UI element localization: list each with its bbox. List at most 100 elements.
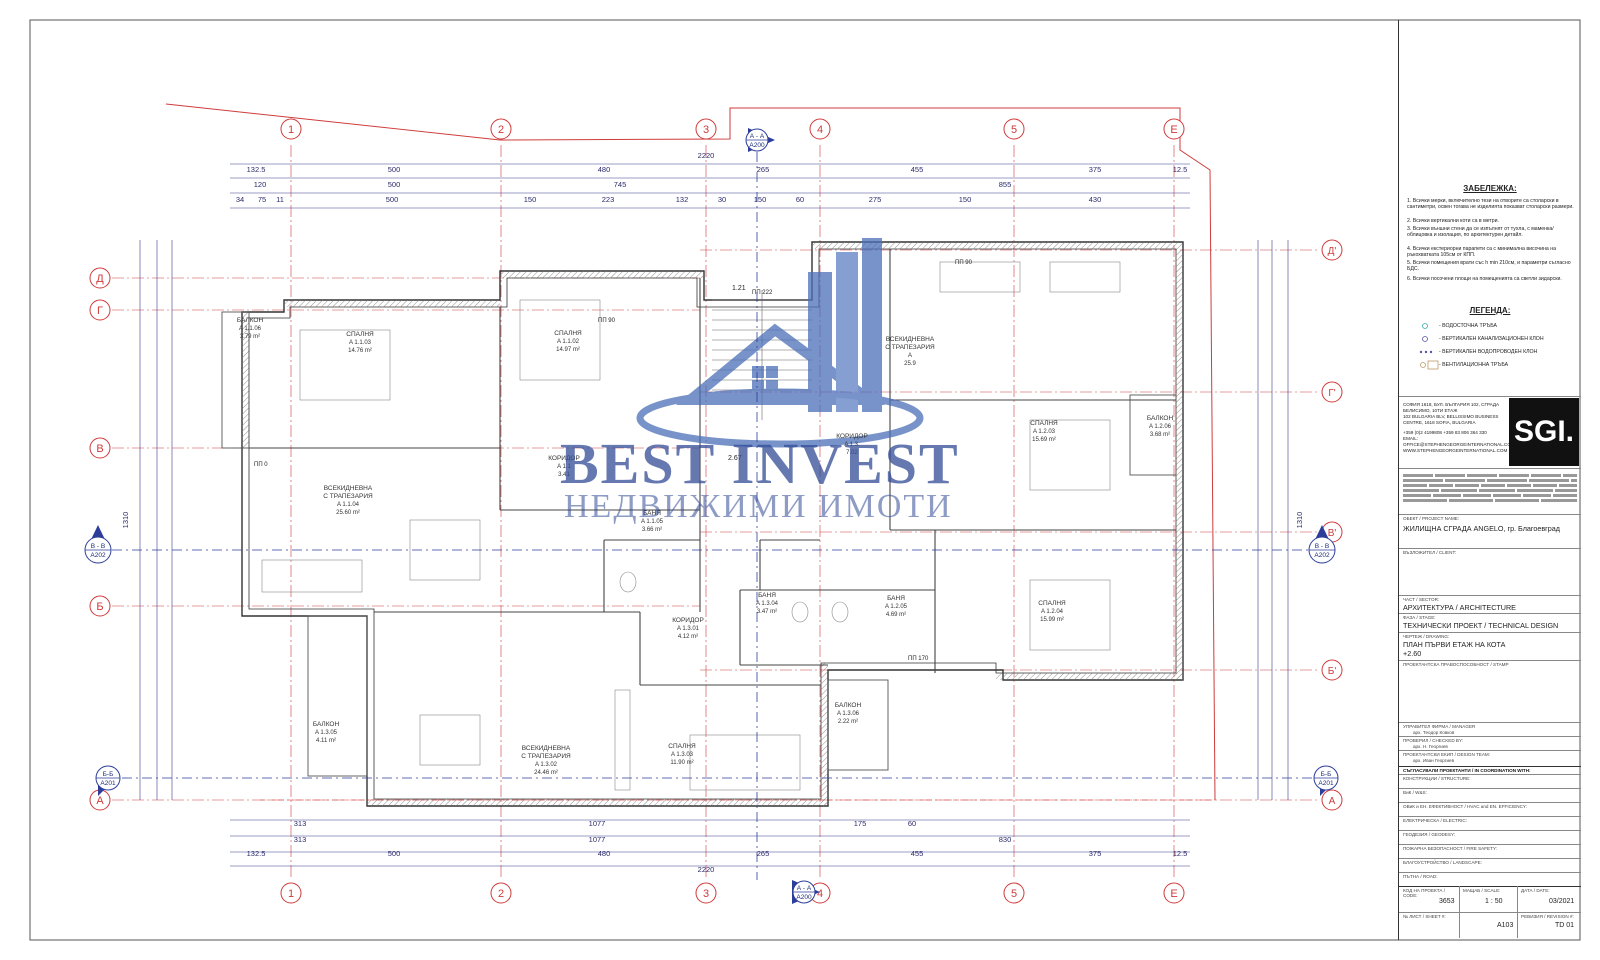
dimension-text: 120	[254, 180, 267, 189]
room-name: СПАЛНЯ	[346, 331, 374, 338]
grid-bubble-row	[89, 437, 111, 459]
legal-text	[1403, 472, 1577, 504]
code-label: КОД НА ПРОЕКТА / CODE:	[1403, 888, 1445, 898]
dimension-text: 132.5	[247, 165, 266, 174]
dimension-text: 60	[908, 819, 916, 828]
drawing-frame	[29, 19, 1581, 941]
watermark-logo	[636, 238, 924, 448]
legend-title: ЛЕГЕНДА:	[1469, 306, 1511, 315]
project-code: 3653	[1439, 898, 1455, 905]
dimension-lines	[139, 163, 1289, 867]
legend-item-3: - ВЕРТИКАЛЕН ВОДОПРОВОДЕН КЛОН	[1439, 349, 1538, 355]
coord-ws: ВиК / W&S:	[1403, 790, 1427, 795]
client-label: ВЪЗЛОЖИТЕЛ / CLIENT:	[1403, 550, 1457, 555]
grid-label-col: 2	[498, 888, 504, 900]
room-name: БАЛКОН	[1147, 415, 1174, 422]
room-area: 25.60 m²	[336, 510, 360, 516]
dimension-text: 500	[388, 165, 401, 174]
room-code: A 1.1.06	[239, 326, 262, 332]
pp170-label: ПП 170	[908, 656, 929, 662]
date-label: ДАТА / DATE:	[1521, 888, 1550, 893]
coord-geodesy: ГЕОДЕЗИЯ / GEODESY:	[1403, 832, 1456, 837]
room-name: БАЛКОН	[835, 702, 862, 709]
dimension-text: 855	[999, 180, 1012, 189]
pp90-label-2: ПП 90	[955, 260, 973, 266]
section-ref-a-bottom: А200	[796, 894, 812, 901]
section-marker-b-right[interactable]	[1313, 765, 1339, 796]
room-area: 25.9	[904, 361, 916, 367]
room-area: 11.90 m²	[670, 760, 693, 766]
dimension-text: 60	[796, 195, 804, 204]
room-area: 4.11 m²	[316, 738, 336, 744]
room-code: A 1.2.06	[1149, 424, 1172, 430]
room-area: 4.69 m²	[886, 612, 906, 618]
section-marker-a-bottom[interactable]	[792, 880, 820, 904]
room-name: БАНЯ	[643, 510, 661, 517]
room-area: 3.66 m²	[642, 527, 662, 533]
phase: ТЕХНИЧЕСКИ ПРОЕКТ / TECHNICAL DESIGN	[1403, 621, 1559, 630]
revision-label: РЕВИЗИЯ / REVISION #:	[1521, 914, 1574, 919]
grid-bubble-col	[490, 118, 512, 140]
room-area: 3.79 m²	[240, 334, 260, 340]
room-code: A 1.2.04	[1041, 609, 1064, 615]
furniture	[261, 261, 1121, 791]
room-area: 15.69 m²	[1032, 437, 1056, 443]
dimension-text: 313	[294, 835, 307, 844]
grid-bubble-col	[280, 882, 302, 904]
grid-label-col: 5	[1011, 124, 1017, 136]
date-value: 03/2021	[1549, 898, 1575, 905]
room-name: СПАЛНЯ	[1030, 420, 1058, 427]
dimension-text: 500	[388, 180, 401, 189]
section-marker-v-right[interactable]	[1308, 525, 1336, 564]
dimension-text: 12.5	[1173, 849, 1188, 858]
legend-item-4: - ВЕНТИЛАЦИОННА ТРЪБА	[1439, 362, 1509, 368]
room-area: 4.12 m²	[678, 634, 698, 640]
room-area: 3.41	[558, 472, 570, 478]
room-code: A 1.1.03	[349, 340, 372, 346]
grid-label-row: Г	[97, 305, 103, 317]
grid-label-col: 3	[703, 124, 709, 136]
section-marker-a-top[interactable]	[745, 128, 775, 152]
legend-item-2: - ВЕРТИКАЛЕН КАНАЛИЗАЦИОНЕН КЛОН	[1439, 336, 1544, 342]
grid-bubble-col	[1003, 118, 1025, 140]
room-name: СПАЛНЯ	[1038, 600, 1066, 607]
section-marker-v-left[interactable]	[84, 525, 112, 564]
coord-title: СЪГЛАСУВАЛИ ПРОЕКТАНТИ / IN COORDINATION…	[1403, 768, 1531, 773]
section-ref-a-top: А200	[749, 142, 765, 149]
grid-label-row: Д	[96, 273, 104, 285]
section-label-a-top: А - А	[750, 133, 765, 140]
section-label-v-right: В - В	[1315, 543, 1329, 550]
room-name: С ТРАПЕЗАРИЯ	[323, 493, 373, 500]
grid-bubble-row-right	[1321, 789, 1343, 811]
interior-walls	[249, 249, 1176, 686]
grid-label-col: E	[1170, 888, 1177, 900]
dimension-text-left-total: 1310	[121, 512, 130, 529]
checked-label: ПРОВЕРИЛ / CHECKED BY:	[1403, 738, 1464, 743]
grid-label-col: 2	[498, 124, 504, 136]
dimension-text: 1077	[589, 819, 606, 828]
section-ref-b-left: А201	[100, 780, 116, 787]
room-area: 7.02	[846, 450, 858, 456]
grid-label-row: Б	[96, 601, 103, 613]
section-marker-b-left[interactable]	[95, 765, 121, 796]
legend-item-1: - ВОДОСТОЧНА ТРЪБА	[1439, 323, 1497, 329]
sheet-number: А103	[1497, 922, 1514, 929]
sector: АРХИТЕКТУРА / ARCHITECTURE	[1403, 603, 1516, 612]
dimension-text: 500	[388, 849, 401, 858]
grid-label-row-right: Д'	[1328, 246, 1337, 257]
pp222-label: ПП 222	[752, 290, 773, 296]
room-name: ВСЕКИДНЕВНА	[522, 745, 571, 752]
section-ref-v-left: А202	[90, 552, 106, 559]
room-code: A 1.1.02	[557, 339, 580, 345]
dimension-text: 34	[236, 195, 244, 204]
room-code: A 1.1.04	[337, 502, 360, 508]
room-name: ВСЕКИДНЕВНА	[886, 336, 935, 343]
watermark-brand: BEST INVEST	[560, 431, 960, 496]
